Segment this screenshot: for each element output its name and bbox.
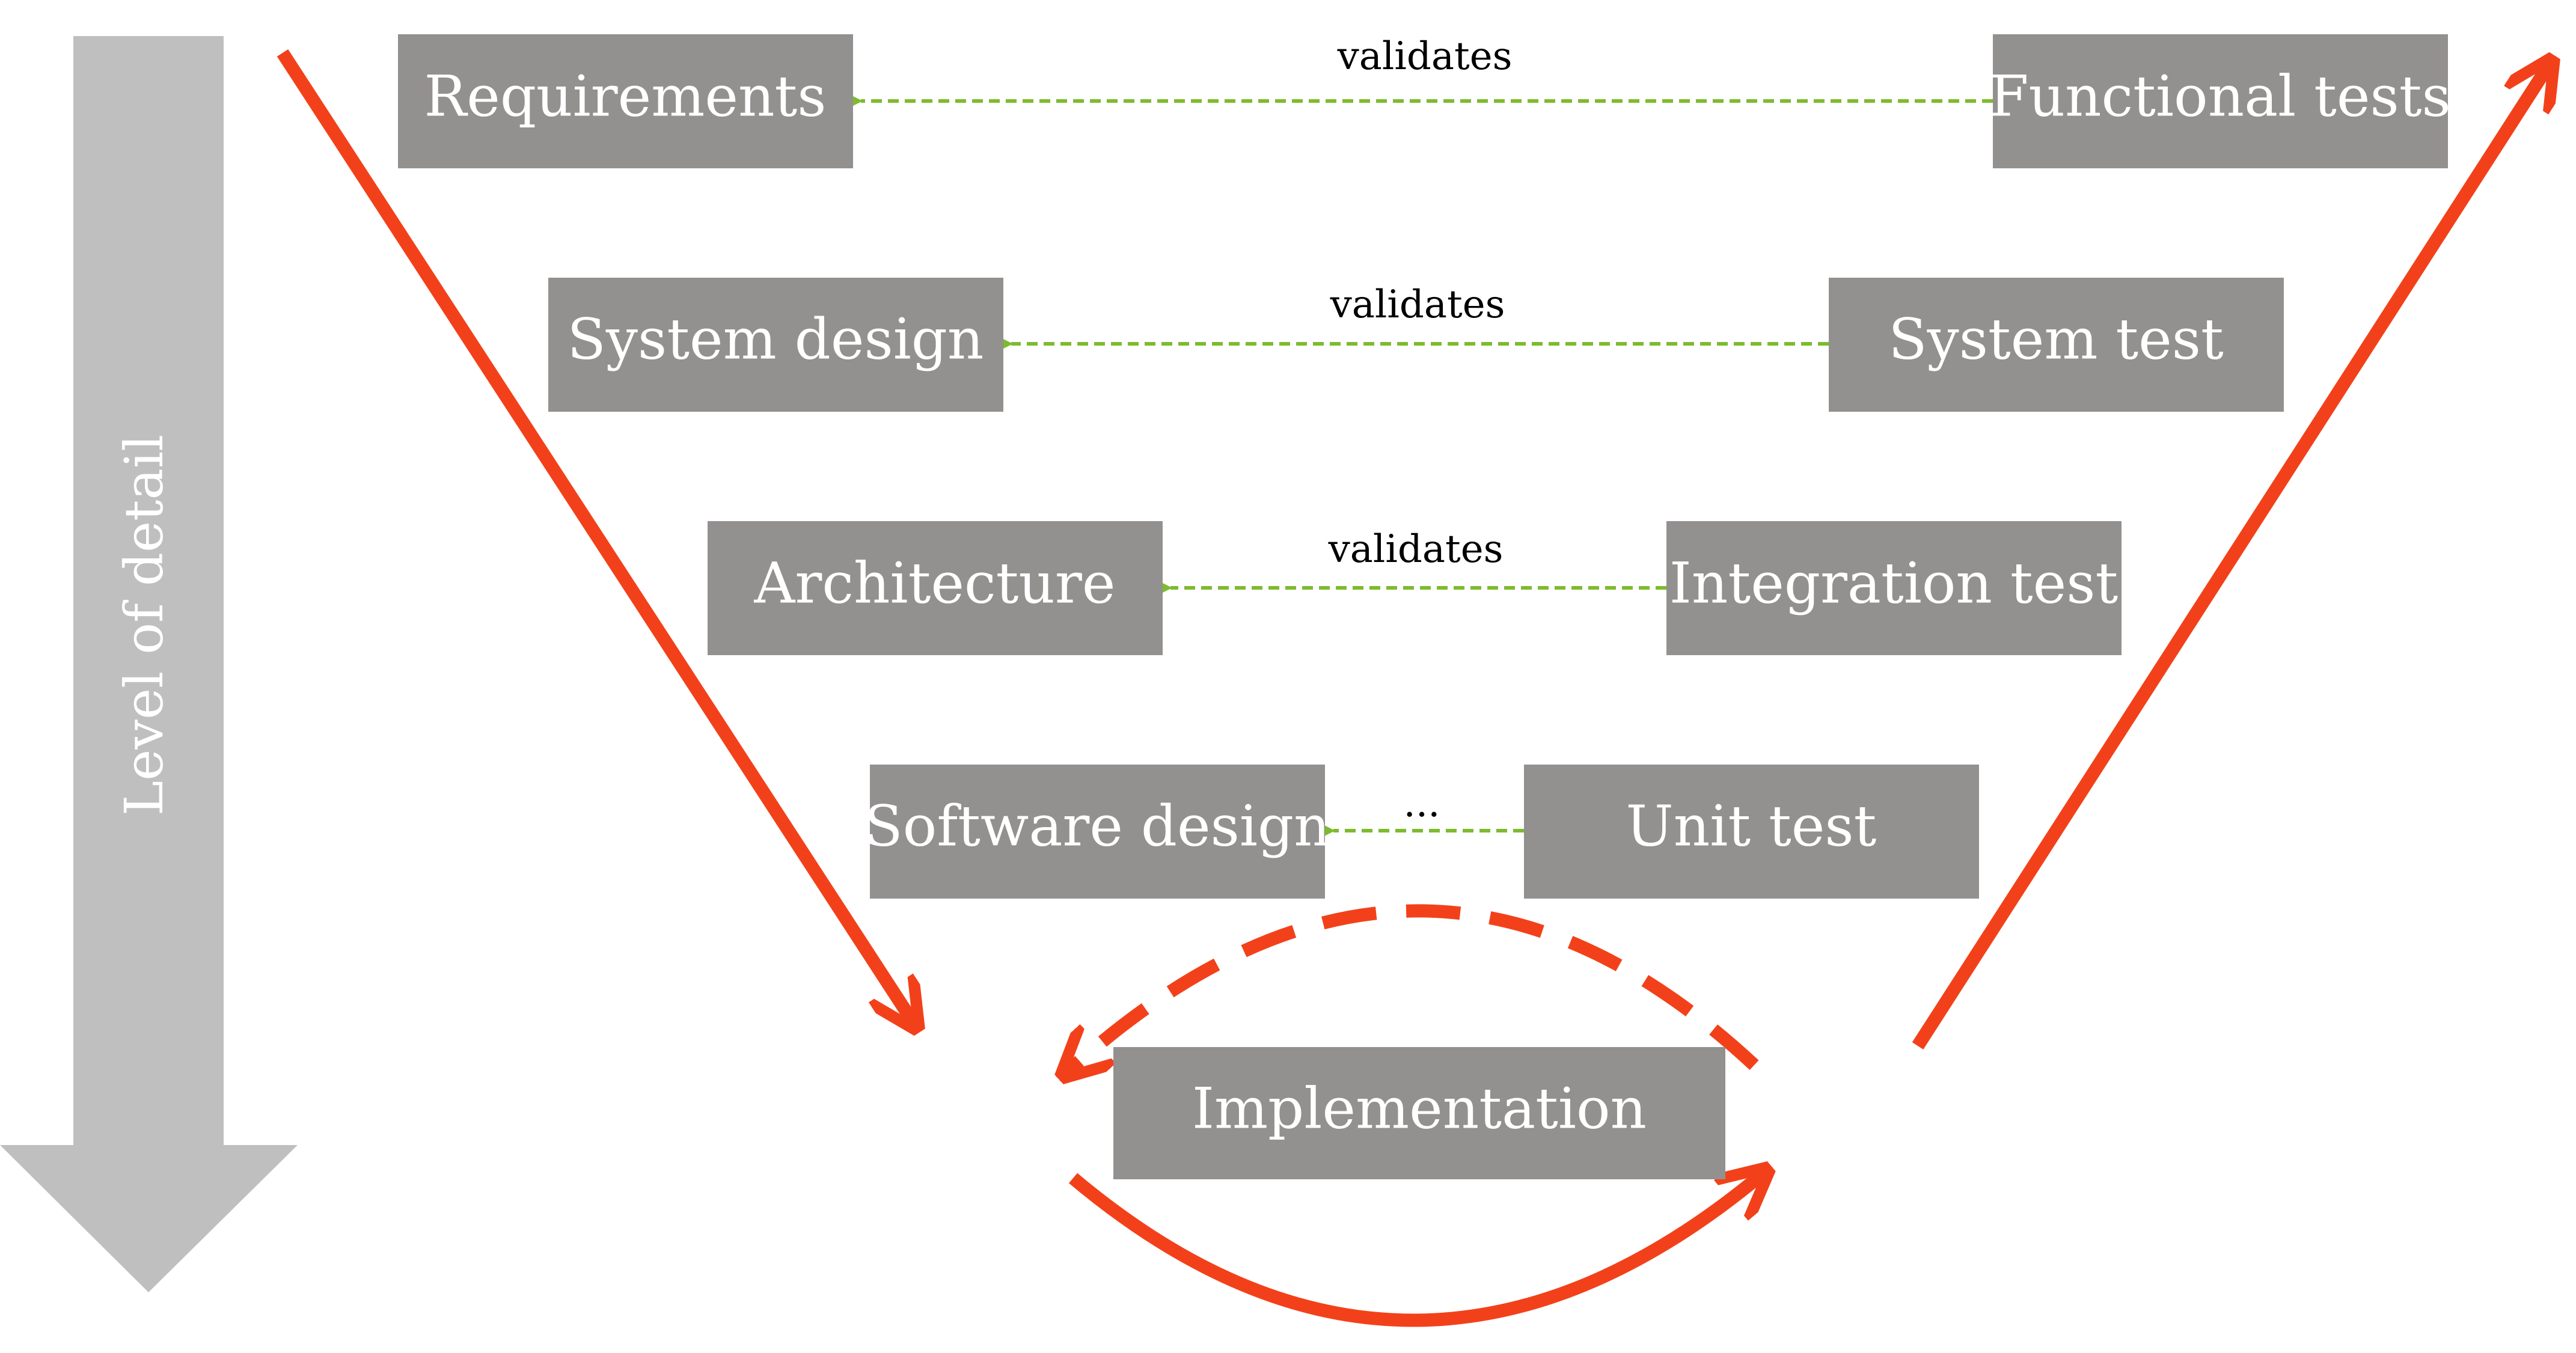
box-implementation-label: Implementation (1192, 1076, 1647, 1141)
box-architecture-label: Architecture (754, 551, 1116, 616)
box-software-design-label: Software design (864, 793, 1330, 859)
box-functional-tests: Functional tests (1989, 34, 2451, 168)
box-system-test-label: System test (1888, 307, 2224, 372)
flow-arrows (277, 49, 2552, 1327)
box-system-design: System design (548, 278, 1003, 412)
box-implementation: Implementation (1113, 1047, 1725, 1179)
box-integration-test: Integration test (1666, 521, 2122, 655)
level-of-detail-arrow: Level of detail (0, 36, 298, 1292)
box-system-test: System test (1829, 278, 2284, 412)
box-software-design: Software design (864, 765, 1330, 899)
ellipsis-label-row-4: ... (1403, 781, 1440, 826)
validation-links (845, 92, 1993, 840)
box-unit-test: Unit test (1524, 765, 1979, 899)
box-requirements: Requirements (398, 34, 853, 168)
integration-arrow (1912, 60, 2552, 1049)
validates-label-row-1: validates (1337, 34, 1513, 79)
validates-label-row-3: validates (1328, 527, 1504, 572)
box-unit-test-label: Unit test (1626, 793, 1877, 859)
box-system-design-label: System design (568, 307, 984, 372)
iteration-arrow-bottom (1068, 1170, 1767, 1327)
box-functional-tests-label: Functional tests (1989, 64, 2451, 129)
decomposition-arrow (277, 49, 917, 1028)
box-requirements-label: Requirements (424, 64, 826, 129)
level-of-detail-label: Level of detail (113, 435, 175, 816)
validates-label-row-2: validates (1330, 283, 1505, 327)
level-of-detail-arrow-shape (0, 36, 298, 1292)
iteration-arrow-top (1063, 904, 1759, 1076)
box-integration-test-label: Integration test (1669, 551, 2119, 616)
box-architecture: Architecture (708, 521, 1163, 655)
